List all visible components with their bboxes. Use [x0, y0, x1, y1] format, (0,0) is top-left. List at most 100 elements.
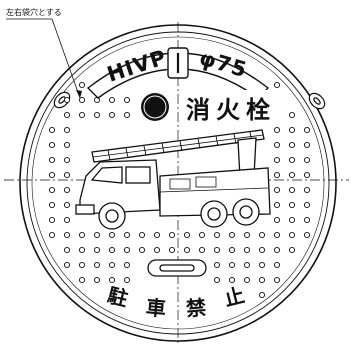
dot — [63, 246, 71, 254]
dot — [213, 231, 221, 239]
dot — [273, 186, 281, 194]
dot — [108, 246, 116, 254]
dot — [48, 141, 56, 149]
dot — [228, 231, 236, 239]
dot — [138, 246, 146, 254]
dot — [198, 246, 206, 254]
dot — [243, 276, 251, 284]
dot — [288, 171, 296, 179]
dot — [288, 246, 296, 254]
dot — [273, 126, 281, 134]
dot — [48, 201, 56, 209]
dot — [108, 261, 116, 269]
annotation-note: 左右袋穴とする — [6, 7, 62, 17]
dot — [273, 156, 281, 164]
dot — [123, 96, 131, 104]
dot — [108, 96, 116, 104]
dot — [93, 231, 101, 239]
dot — [93, 276, 101, 284]
dot — [273, 246, 281, 254]
dot — [153, 246, 161, 254]
center-lines — [4, 22, 349, 343]
dot — [288, 216, 296, 224]
ladder-fire-truck-icon — [75, 129, 271, 230]
dot — [108, 276, 116, 284]
dot — [273, 216, 281, 224]
bottom-char-2: 車 — [145, 295, 167, 321]
municipal-emblem-icon: わ — [141, 93, 169, 121]
dot — [63, 126, 71, 134]
dot — [78, 96, 86, 104]
bottom-char-3: 禁 — [185, 295, 207, 321]
dot — [63, 111, 71, 119]
dot — [48, 231, 56, 239]
bottom-char-1: 駐 — [105, 283, 130, 311]
dot — [63, 231, 71, 239]
lift-handle-icon — [147, 259, 207, 277]
dot — [273, 261, 281, 269]
dot — [288, 111, 296, 119]
dot — [243, 261, 251, 269]
dot — [63, 96, 71, 104]
dot — [93, 261, 101, 269]
title-char-2: 火 — [216, 96, 240, 124]
dot — [288, 201, 296, 209]
emblem-mark: わ — [147, 98, 162, 116]
dot — [108, 111, 116, 119]
dot — [63, 186, 71, 194]
dot — [123, 231, 131, 239]
dot — [303, 156, 311, 164]
dot — [138, 231, 146, 239]
dot — [303, 186, 311, 194]
dot — [63, 171, 71, 179]
dot — [243, 231, 251, 239]
dot — [48, 126, 56, 134]
dot — [228, 246, 236, 254]
dot — [198, 231, 206, 239]
dot — [123, 246, 131, 254]
dot — [123, 261, 131, 269]
dot — [78, 231, 86, 239]
dot — [273, 141, 281, 149]
dot — [273, 81, 281, 89]
pick-hole-icon — [53, 91, 326, 110]
dot-pattern — [48, 81, 311, 299]
dot — [258, 276, 266, 284]
dot — [273, 276, 281, 284]
dot — [303, 126, 311, 134]
dot — [93, 111, 101, 119]
dot — [183, 231, 191, 239]
dot — [48, 156, 56, 164]
dot — [213, 246, 221, 254]
dot — [273, 231, 281, 239]
dot — [273, 201, 281, 209]
dot — [273, 171, 281, 179]
dot — [153, 231, 161, 239]
dot — [303, 216, 311, 224]
dot — [288, 126, 296, 134]
dot — [48, 171, 56, 179]
annotation: 左右袋穴とする — [6, 7, 82, 99]
title-char-1: 消 — [186, 96, 210, 124]
dot — [78, 111, 86, 119]
dot — [303, 231, 311, 239]
dot — [243, 246, 251, 254]
dot — [258, 261, 266, 269]
dot — [78, 261, 86, 269]
dot — [258, 231, 266, 239]
dot — [258, 291, 266, 299]
material-label: HIVP — [104, 45, 169, 87]
dot — [93, 246, 101, 254]
dot — [288, 141, 296, 149]
dot — [228, 261, 236, 269]
dot — [168, 246, 176, 254]
dot — [183, 246, 191, 254]
no-parking-kanji: 駐 車 禁 止 — [105, 283, 247, 321]
dot — [288, 156, 296, 164]
dot — [303, 201, 311, 209]
title-kanji: 消 火 栓 — [184, 90, 276, 124]
dot — [213, 276, 221, 284]
dot — [303, 171, 311, 179]
dot — [78, 276, 86, 284]
dot — [63, 201, 71, 209]
